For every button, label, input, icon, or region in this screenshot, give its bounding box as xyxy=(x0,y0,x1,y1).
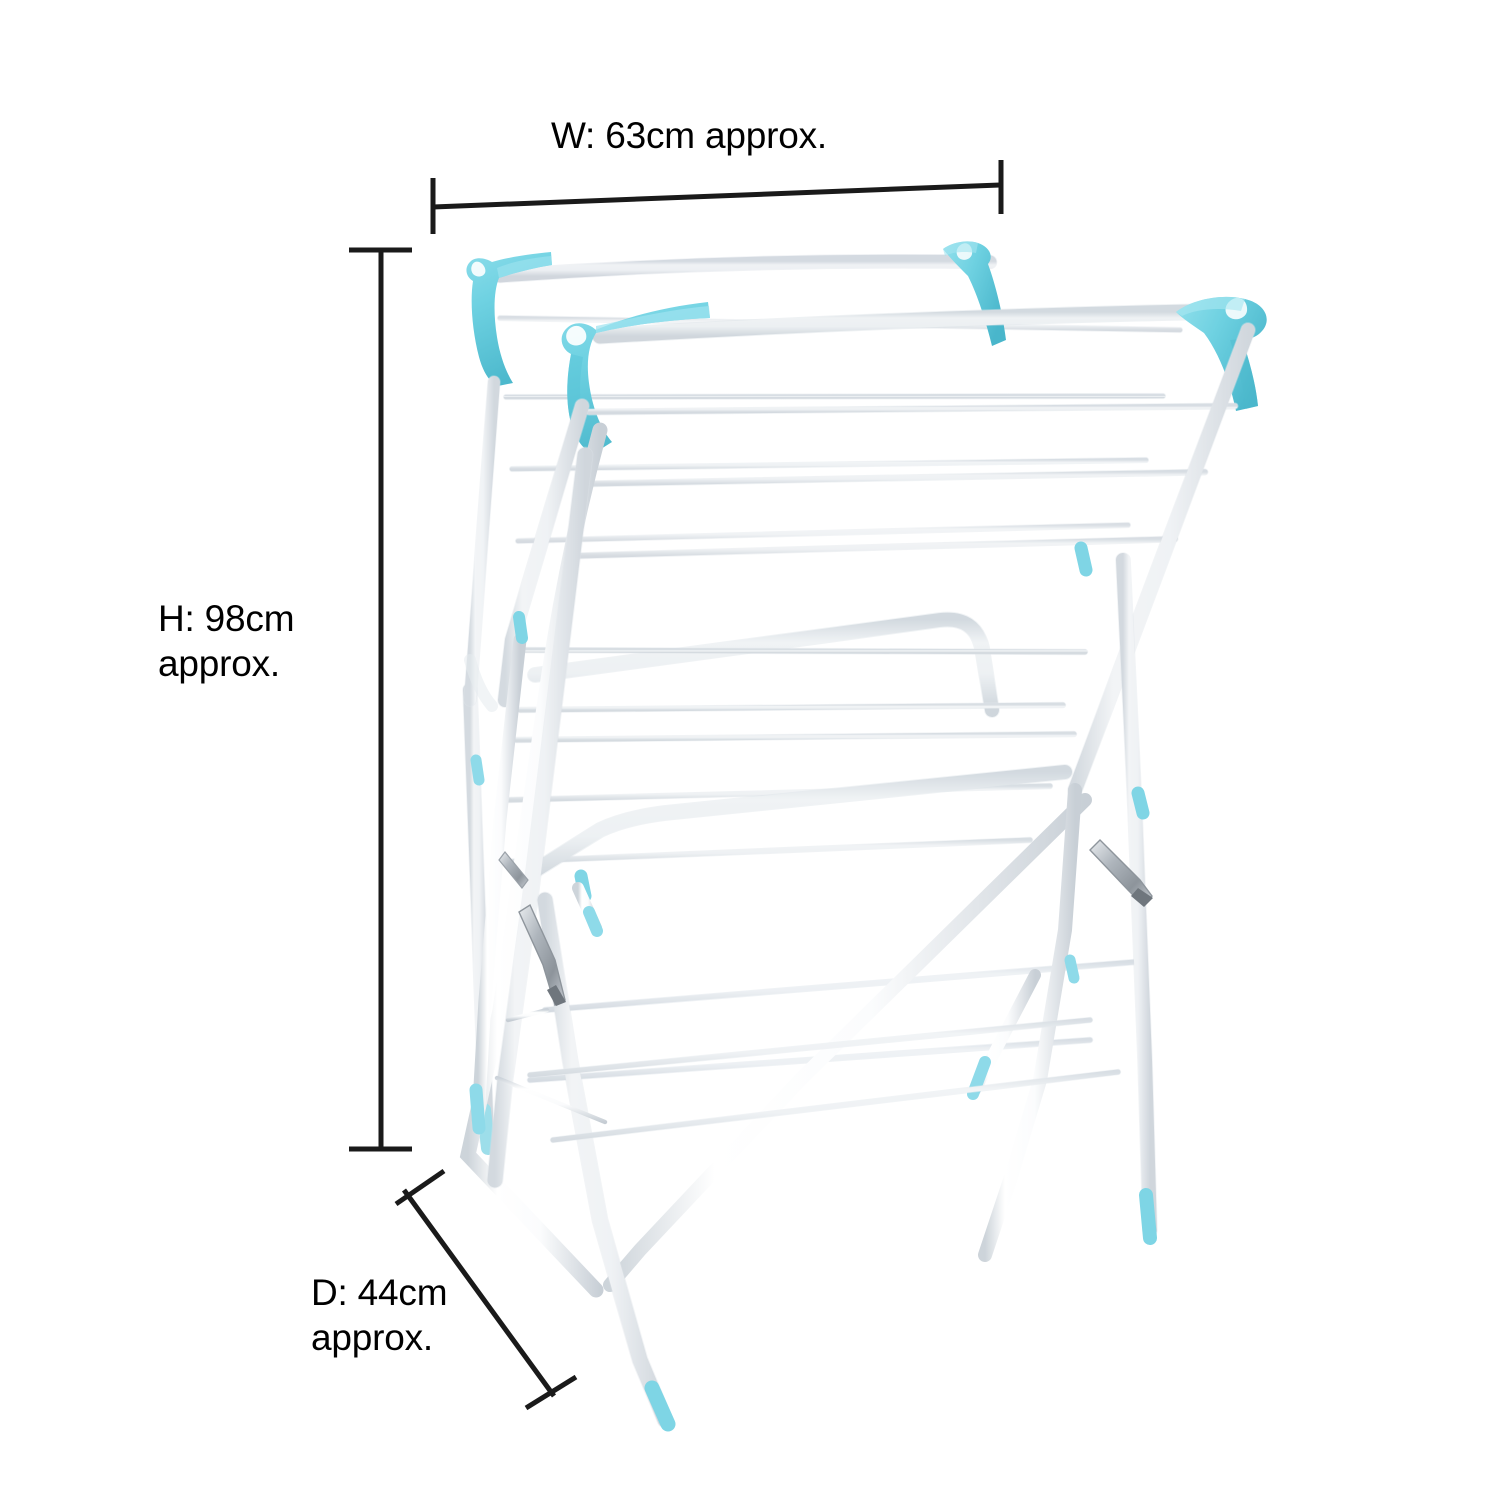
centre-front-leg xyxy=(536,891,676,1432)
outer-right-leg xyxy=(1115,552,1158,1245)
depth-dimension-line xyxy=(394,1168,578,1411)
depth-dimension-label: D: 44cm approx. xyxy=(311,1272,448,1359)
height-dimension-line xyxy=(349,247,412,1152)
bottom-cross-brace xyxy=(494,1007,608,1125)
hinge-bracket-left xyxy=(518,903,566,1006)
left-outer-leg xyxy=(469,633,527,1135)
width-dimension-label: W: 63cm approx. xyxy=(551,115,827,156)
left-diagonal-strut xyxy=(497,398,590,708)
dimension-lines xyxy=(349,160,1004,1411)
middle-shelf-wires-shade xyxy=(496,646,1089,866)
rear-left-panel-edge xyxy=(464,654,498,712)
bottom-tier-wires-shade xyxy=(526,1016,1122,1144)
middle-shelf-upper-lip xyxy=(527,611,1000,718)
rear-top-bar xyxy=(492,253,998,284)
middle-shelf-lower-lip xyxy=(512,764,1073,888)
height-dimension-label: H: 98cm approx. xyxy=(158,598,295,685)
teal-corner-cap-rear-left xyxy=(466,252,552,386)
teal-joint-sleeves xyxy=(470,541,1150,984)
teal-corner-cap-front-left xyxy=(561,302,710,454)
front-leg-main xyxy=(486,446,594,1189)
short-brace-leg-right xyxy=(967,969,1041,1100)
width-dimension-line xyxy=(430,160,1004,234)
teal-corner-cap-rear-right xyxy=(943,241,1006,346)
clothes-airer-product xyxy=(459,241,1267,1432)
hinge-clip-upper-left xyxy=(498,851,529,889)
front-right-long-leg xyxy=(603,793,1092,1292)
rear-left-upper-strut xyxy=(463,375,501,707)
front-top-bar xyxy=(591,303,1199,345)
hinge-bracket-right xyxy=(1089,839,1153,907)
hanging-stub-teal-tip xyxy=(572,882,603,937)
front-wing-wires-shade xyxy=(567,402,1239,560)
right-diagonal-strut xyxy=(1067,322,1256,798)
